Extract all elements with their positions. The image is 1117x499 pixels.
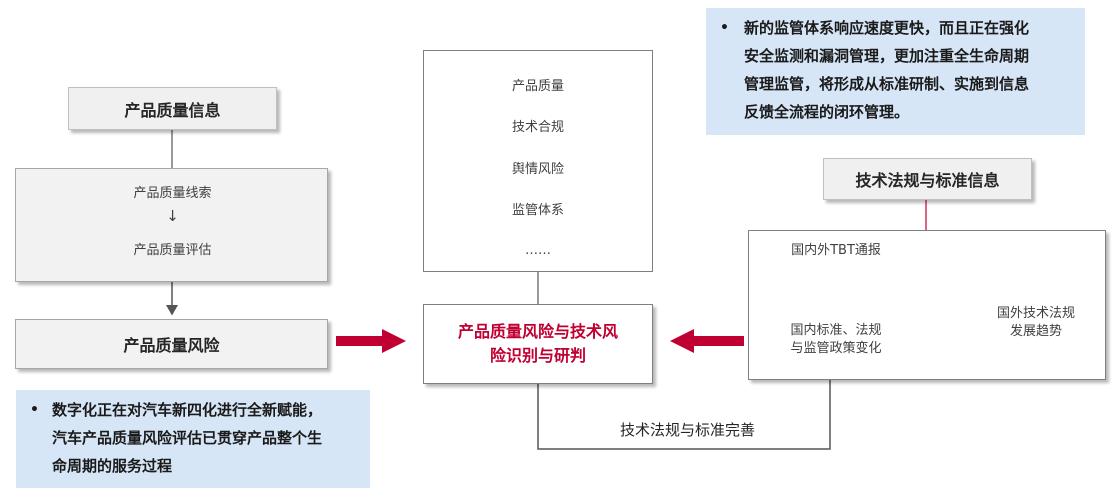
note-top-line-2: 安全监测和漏洞管理，更加注重全生命周期 <box>744 47 1030 65</box>
note-bottom-line-3: 命周期的服务过程 <box>52 457 173 475</box>
list-item-regulatory-system: 监管体系 <box>511 203 564 218</box>
center-box-line-1: 产品质量风险与技术风 <box>457 322 618 341</box>
note-bottom: • 数字化正在对汽车新四化进行全新赋能， 汽车产品质量风险评估已贯穿产品整个生 … <box>16 390 370 488</box>
note-bottom-line-2: 汽车产品质量风险评估已贯穿产品整个生 <box>52 429 323 447</box>
note-top-bullet-icon: • <box>720 20 729 36</box>
right-header-label: 技术法规与标准信息 <box>855 171 1000 190</box>
right-item-foreign-line-2: 发展趋势 <box>1009 324 1062 339</box>
note-top: • 新的监管体系响应速度更快，而且正在强化 安全监测和漏洞管理，更加注重全生命周… <box>706 8 1085 135</box>
right-header-box: 技术法规与标准信息 <box>823 158 1032 200</box>
left-panel: 产品质量线索 ↓ 产品质量评估 <box>15 168 328 282</box>
middle-list-box: 产品质量 技术合规 舆情风险 监管体系 …… <box>423 50 653 272</box>
right-item-domestic-line-2: 与监管政策变化 <box>790 341 882 356</box>
panel-item-quality-clue: 产品质量线索 <box>133 186 212 201</box>
center-risk-identification-box: 产品质量风险与技术风 险识别与研判 <box>423 304 653 384</box>
panel-item-quality-evaluation: 产品质量评估 <box>133 243 212 258</box>
note-bottom-line-1: 数字化正在对汽车新四化进行全新赋能， <box>52 401 323 419</box>
panel-down-arrow-icon: ↓ <box>166 207 179 225</box>
feedback-loop-line <box>537 368 836 450</box>
right-item-tbt: 国内外TBT通报 <box>791 243 881 258</box>
list-item-public-opinion-risk: 舆情风险 <box>511 162 564 177</box>
note-top-line-3: 管理监管，将形成从标准研制、实施到信息 <box>744 75 1030 93</box>
list-item-tech-compliance: 技术合规 <box>511 120 564 135</box>
note-bottom-bullet-icon: • <box>30 402 39 418</box>
left-header-box: 产品质量信息 <box>68 87 277 130</box>
red-arrow-left <box>670 329 744 353</box>
center-box-line-2: 险识别与研判 <box>489 346 586 365</box>
red-arrow-right <box>336 329 406 353</box>
list-item-ellipsis: …… <box>525 243 551 258</box>
feedback-label: 技术法规与标准完善 <box>620 421 756 439</box>
note-top-line-4: 反馈全流程的闭环管理。 <box>744 103 910 121</box>
list-item-product-quality: 产品质量 <box>511 79 564 94</box>
left-header-label: 产品质量信息 <box>124 100 221 120</box>
note-top-line-1: 新的监管体系响应速度更快，而且正在强化 <box>744 19 1030 37</box>
left-risk-box: 产品质量风险 <box>15 319 328 369</box>
left-risk-label: 产品质量风险 <box>123 336 220 355</box>
right-item-foreign-line-1: 国外技术法规 <box>996 306 1075 321</box>
right-diagram-box: 国内外TBT通报 国内标准、法规 与监管政策变化 国外技术法规 发展趋势 <box>748 230 1106 380</box>
right-item-domestic-line-1: 国内标准、法规 <box>790 323 882 338</box>
